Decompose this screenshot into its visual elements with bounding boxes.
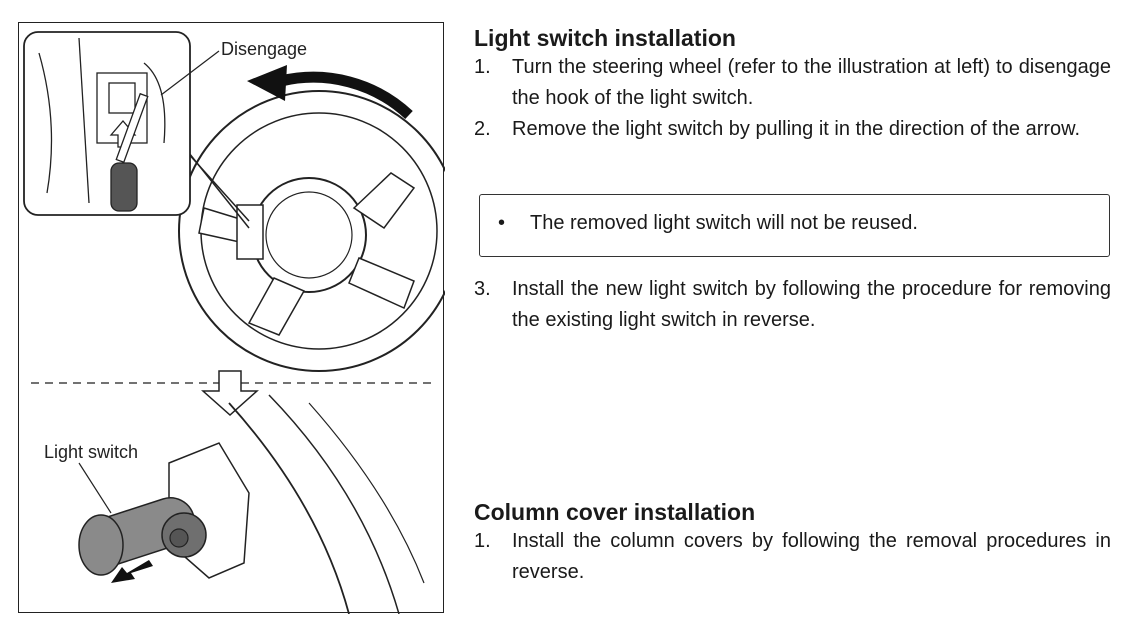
step-list: 1. Turn the steering wheel (refer to the… bbox=[474, 52, 1111, 145]
section-column-cover-installation: Column cover installation 1. Install the… bbox=[474, 498, 1111, 588]
spoke-right-lower bbox=[348, 257, 415, 310]
rotation-arrow bbox=[279, 71, 413, 120]
note-box: • The removed light switch will not be r… bbox=[479, 194, 1110, 257]
illustration-panel: Disengage Light switch bbox=[18, 22, 445, 614]
step-list: 1. Install the column covers by followin… bbox=[474, 526, 1111, 588]
inset-bracket bbox=[38, 37, 166, 204]
screwdriver-handle bbox=[110, 162, 138, 212]
pull-direction-arrow bbox=[111, 560, 153, 583]
note-bullet: • bbox=[498, 212, 506, 234]
note-text: The removed light switch will not be reu… bbox=[530, 212, 918, 234]
step-text: Install the new light switch by followin… bbox=[512, 278, 1111, 331]
step-item: 1. Install the column covers by followin… bbox=[474, 526, 1111, 588]
steering-wheel-hub bbox=[251, 177, 367, 293]
wheel-rim-closeup bbox=[228, 402, 350, 614]
steering-wheel-hub-inner bbox=[265, 191, 353, 279]
step-text: Turn the steering wheel (refer to the il… bbox=[512, 56, 1111, 109]
step-number: 1. bbox=[474, 56, 491, 78]
section-light-switch-installation: Light switch installation 1. Turn the st… bbox=[474, 24, 1111, 145]
down-arrow-icon bbox=[201, 370, 259, 417]
step-number: 3. bbox=[474, 278, 491, 300]
label-disengage: Disengage bbox=[221, 39, 308, 59]
spoke-bottom bbox=[247, 277, 306, 336]
step-item: 1. Turn the steering wheel (refer to the… bbox=[474, 52, 1111, 114]
label-light-switch: Light switch bbox=[44, 442, 139, 462]
step-list-continued: 3. Install the new light switch by follo… bbox=[474, 274, 1111, 336]
step-text: Install the column covers by following t… bbox=[512, 530, 1111, 583]
light-switch-lever bbox=[78, 497, 207, 576]
rotation-arrowhead bbox=[247, 65, 287, 101]
detail-inset bbox=[23, 31, 191, 216]
spoke-right bbox=[352, 172, 416, 230]
step-text: Remove the light switch by pulling it in… bbox=[512, 118, 1081, 140]
steering-wheel-illustration bbox=[23, 31, 445, 614]
step-number: 2. bbox=[474, 118, 491, 140]
section-heading: Column cover installation bbox=[474, 499, 756, 525]
step-number: 1. bbox=[474, 530, 491, 552]
switch-mount bbox=[236, 204, 264, 260]
section-heading: Light switch installation bbox=[474, 25, 736, 51]
step-item: 3. Install the new light switch by follo… bbox=[474, 274, 1111, 336]
step-item: 2. Remove the light switch by pulling it… bbox=[474, 114, 1111, 145]
steering-wheel-rim bbox=[178, 90, 445, 372]
screwdriver-shaft bbox=[115, 92, 149, 164]
